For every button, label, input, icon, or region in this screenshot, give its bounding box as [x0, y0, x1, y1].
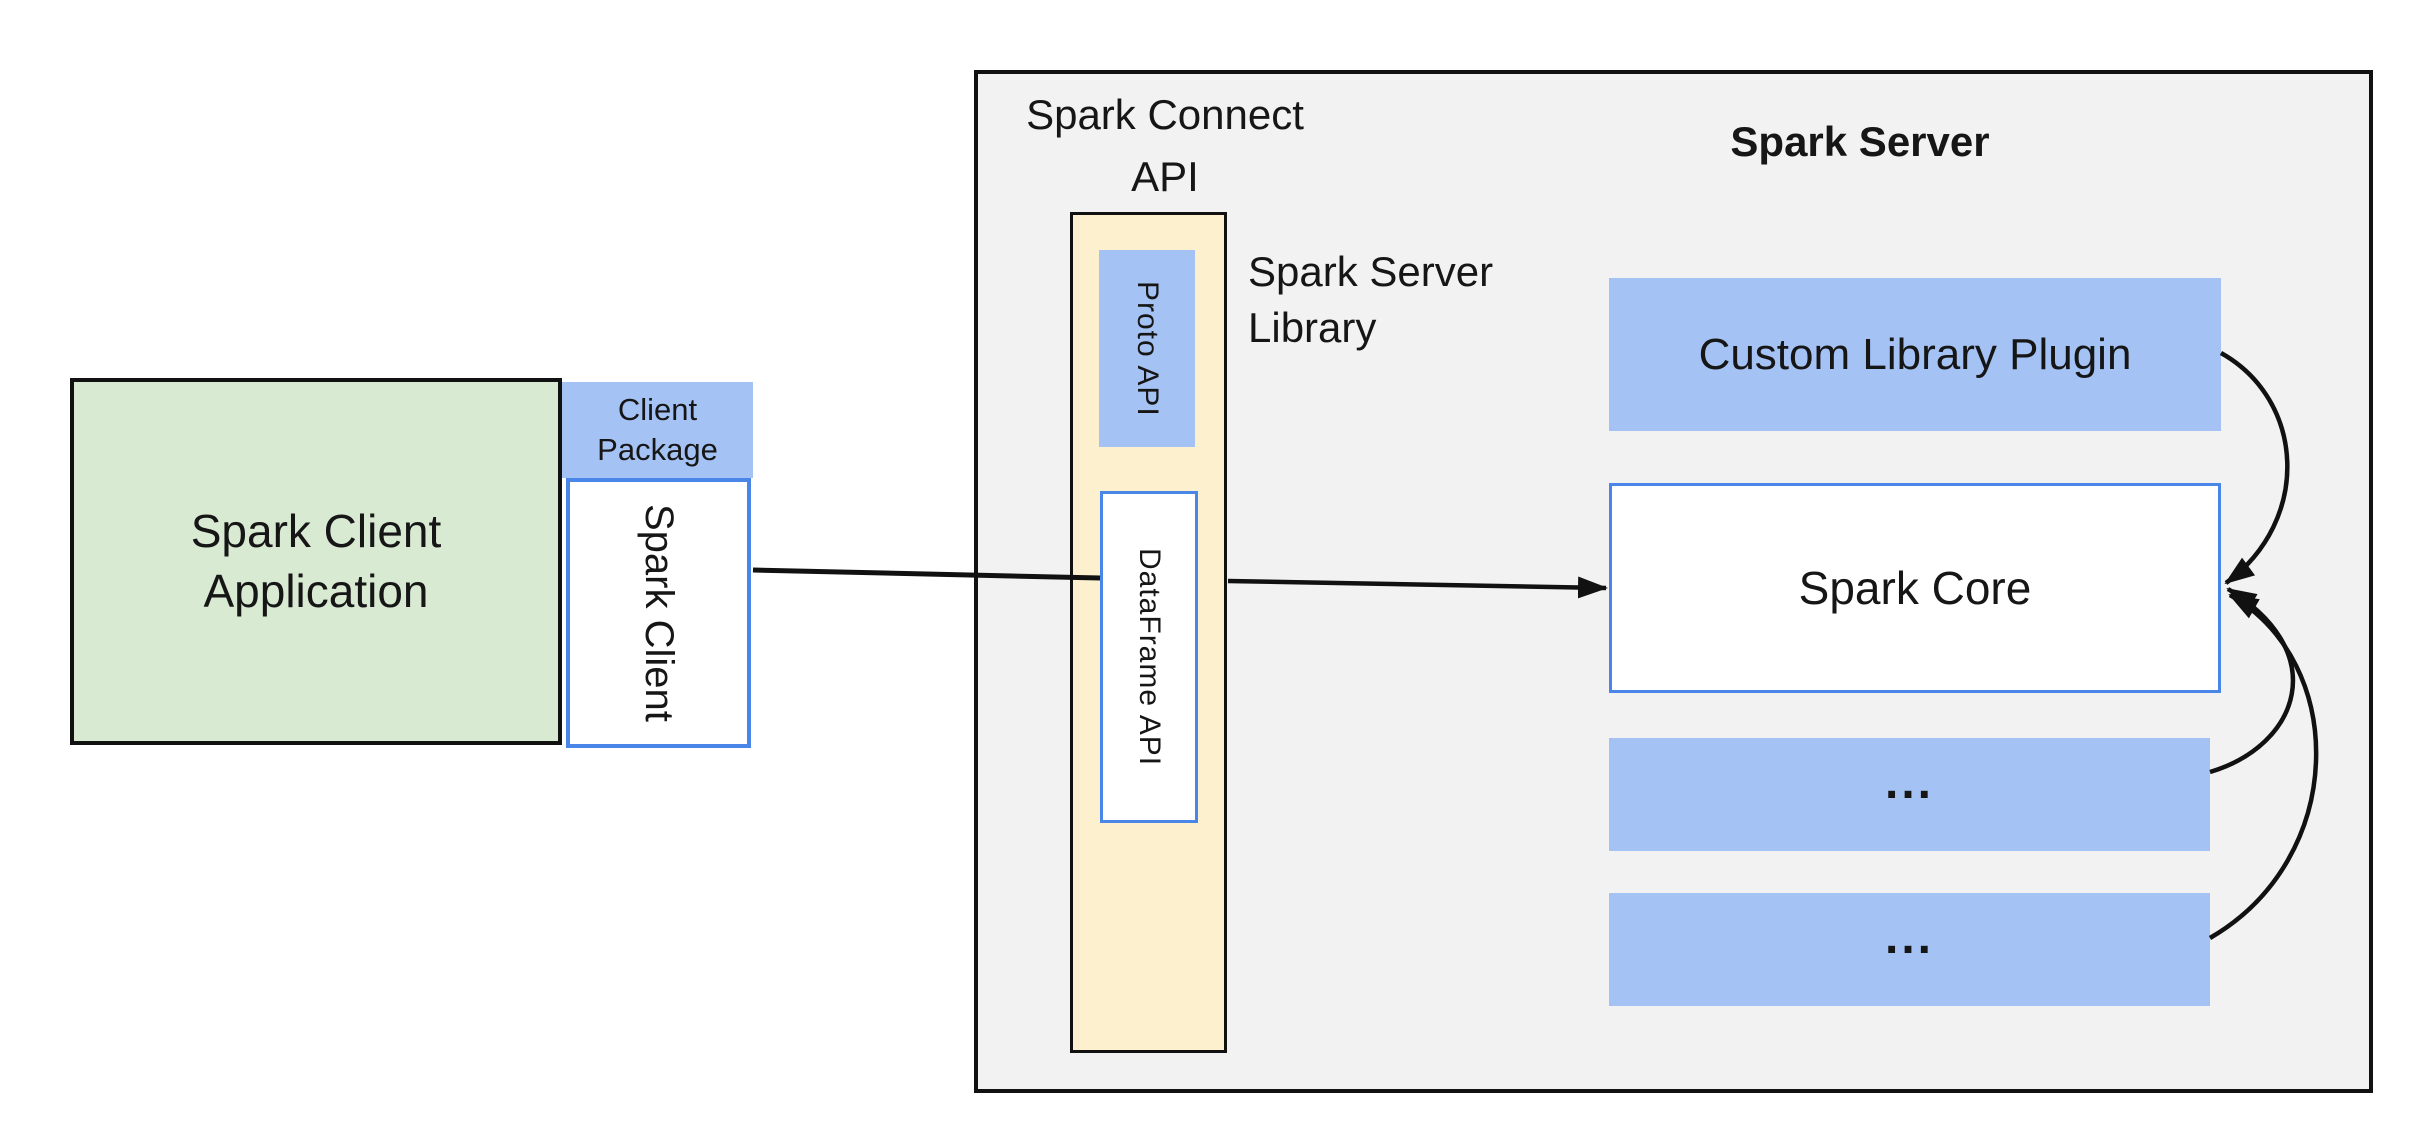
spark-client-label: Spark Client [637, 504, 681, 722]
client-package-box: Client Package [562, 382, 753, 478]
dataframe-api-box: DataFrame API [1100, 491, 1198, 823]
proto-api-box: Proto API [1099, 250, 1195, 447]
more-plugins-box-1: ... [1609, 738, 2210, 851]
spark-connect-api-label: Spark Connect API [1026, 91, 1304, 201]
more-plugins-box-2: ... [1609, 893, 2210, 1006]
spark-client-box: Spark Client [566, 478, 751, 748]
dataframe-api-label: DataFrame API [1133, 547, 1166, 767]
spark-client-application-box: Spark Client Application [70, 378, 562, 745]
spark-server-library-label: Spark Server Library [1248, 248, 1494, 351]
ellipsis-label: ... [1884, 756, 1934, 809]
custom-library-plugin-box: Custom Library Plugin [1609, 278, 2221, 431]
ellipsis-label: ... [1884, 911, 1934, 964]
spark-core-box: Spark Core [1609, 483, 2221, 693]
proto-api-label: Proto API [1131, 280, 1164, 417]
spark-server-title: Spark Server [1730, 118, 1990, 165]
